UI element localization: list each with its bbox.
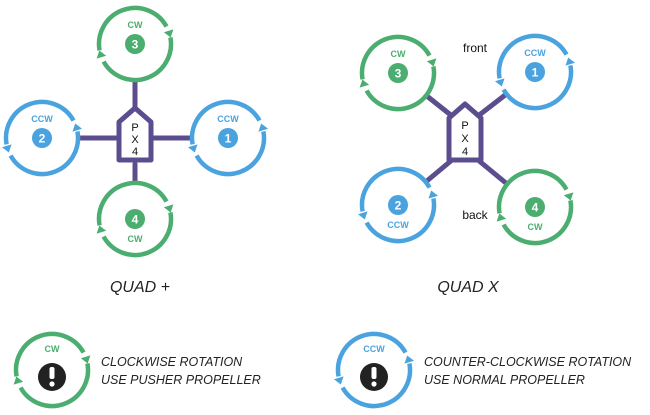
rotation-arrow-icon [258, 123, 269, 132]
motor-1: 1 CCW [187, 99, 269, 177]
legend-ccw-line1: COUNTER-CLOCKWISE ROTATION [424, 355, 632, 369]
quad-x-front-label: front [463, 41, 488, 55]
rotation-arrow-icon [404, 355, 415, 364]
motor-1: 1 CCW [494, 33, 576, 111]
quad-plus-flight-controller: P X 4 [116, 105, 154, 163]
quad-plus-caption: QUAD + [110, 279, 170, 296]
legend-direction: CCW [363, 344, 385, 354]
rotation-ring [13, 331, 91, 409]
legend-ccw-line2: USE NORMAL PROPELLER [424, 373, 585, 387]
motor-hub [32, 128, 52, 148]
motor-hub [125, 34, 145, 54]
rotation-arrow-icon [563, 192, 574, 201]
quad-plus-fc-letter: X [131, 134, 139, 146]
rotation-arrow-icon [96, 50, 107, 59]
motor-direction: CW [128, 234, 143, 244]
rotation-arrow-icon [96, 225, 107, 234]
motor-hub [525, 197, 545, 217]
rotation-ring [96, 180, 174, 258]
rotation-ring [335, 331, 413, 409]
quad-x-back-label: back [462, 208, 488, 222]
motor-hub [125, 209, 145, 229]
legend-cw-line1: CLOCKWISE ROTATION [101, 355, 243, 369]
motor-number: 3 [132, 38, 139, 52]
motor-number: 4 [532, 201, 539, 215]
motor-hub [525, 62, 545, 82]
rotation-arrow-icon [187, 144, 198, 153]
legend-ccw-rotation-icon: CCW [333, 331, 415, 409]
rotation-ring [359, 166, 437, 244]
motor-direction: CCW [217, 114, 239, 124]
rotation-ring [496, 168, 574, 246]
motor-direction: CCW [31, 114, 53, 124]
rotation-arrow-icon [72, 123, 83, 132]
quad-x-fc-letter: 4 [462, 146, 468, 158]
motor-direction: CCW [524, 48, 546, 58]
rotation-ring [96, 5, 174, 83]
rotation-arrow-icon [163, 29, 174, 38]
exclamation-icon [360, 363, 388, 391]
rotation-ring [496, 33, 574, 111]
motor-4: 4CW [96, 180, 174, 258]
motor-number: 2 [39, 132, 46, 146]
motor-number: 3 [395, 67, 402, 81]
legend-direction: CW [45, 344, 60, 354]
rotation-ring [3, 99, 81, 177]
motor-hub [218, 128, 238, 148]
motor-direction: CCW [387, 220, 409, 230]
rotation-arrow-icon [496, 213, 507, 222]
legend-cw-rotation-icon: CW [13, 331, 91, 409]
rotation-ring [189, 99, 267, 177]
rotation-arrow-icon [333, 376, 344, 385]
motor-3: 3 CW [359, 34, 437, 112]
motor-2: 2 CCW [1, 99, 83, 177]
motor-number: 1 [225, 132, 232, 146]
quad-plus-fc-letter: P [131, 122, 138, 134]
motor-number: 4 [132, 213, 139, 227]
exclamation-icon [38, 363, 66, 391]
legend-cw-line2: USE PUSHER PROPELLER [101, 373, 261, 387]
rotation-arrow-icon [163, 204, 174, 213]
rotation-arrow-icon [428, 190, 439, 199]
motor-direction: CW [128, 20, 143, 30]
motor-3: 3 CW [96, 5, 174, 83]
motor-hub [388, 195, 408, 215]
rotation-arrow-icon [426, 58, 437, 67]
motor-direction: CW [391, 49, 406, 59]
rotation-arrow-icon [565, 57, 576, 66]
rotation-ring [359, 34, 437, 112]
quad-x-flight-controller: P X 4 [446, 101, 484, 163]
motor-number: 2 [395, 199, 402, 213]
quad-plus-fc-letter: 4 [132, 146, 138, 158]
rotation-arrow-icon [494, 78, 505, 87]
quad-x-fc-letter: X [461, 133, 469, 145]
rotation-arrow-icon [80, 355, 91, 364]
motor-4: 4CW [496, 168, 574, 246]
quad-x-fc-letter: P [461, 120, 468, 132]
quad-x-caption: QUAD X [437, 279, 500, 296]
motor-number: 1 [532, 66, 539, 80]
rotation-arrow-icon [1, 144, 12, 153]
motor-direction: CW [528, 222, 543, 232]
rotation-arrow-icon [13, 376, 24, 385]
motor-hub [388, 63, 408, 83]
rotation-arrow-icon [357, 211, 368, 220]
rotation-arrow-icon [359, 79, 370, 88]
